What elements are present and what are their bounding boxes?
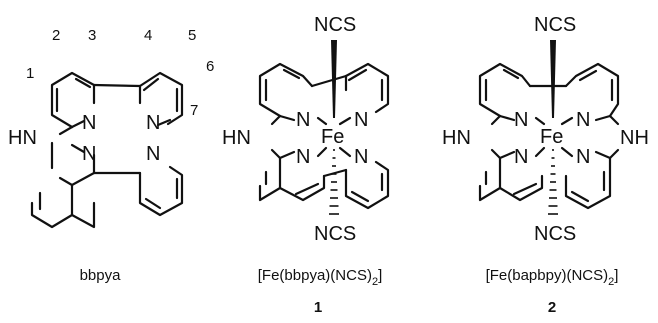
bbpya-position-4: 4 — [144, 27, 152, 44]
bbpya-position-2: 2 — [52, 27, 60, 44]
complex-1-caption: [Fe(bbpya)(NCS)2] — [258, 267, 383, 288]
complex-2-hn: HN — [442, 127, 471, 149]
complex-2-ring-top-left — [478, 62, 532, 122]
bbpya-position-6: 6 — [206, 58, 214, 75]
complex-1-n-bottom-right: N — [354, 146, 368, 168]
complex-1-ring-bottom-left — [258, 150, 326, 202]
complex-1-structure — [258, 40, 390, 210]
complex-1-n-top-left: N — [296, 109, 310, 131]
bbpya-n-bottom-left: N — [82, 143, 96, 165]
complex-2-n-bottom-right: N — [576, 146, 590, 168]
bbpya-ring-top-right — [138, 71, 184, 127]
complex-1-id: 1 — [314, 299, 322, 316]
complex-2-fe: Fe — [540, 126, 563, 148]
bbpya-structure — [30, 71, 184, 229]
complex-1-hn: HN — [222, 127, 251, 149]
complex-2-ring-bottom-left — [478, 150, 544, 202]
complex-2-nh: NH — [620, 127, 649, 149]
bbpya-position-7: 7 — [190, 102, 198, 119]
bbpya-position-1: 1 — [26, 65, 34, 82]
bbpya-ring-top-left — [50, 71, 96, 129]
complex-2-id: 2 — [548, 299, 556, 316]
complex-2-ring-bottom-right — [564, 150, 612, 210]
bbpya-position-5: 5 — [188, 27, 196, 44]
complex-2-n-bottom-left: N — [514, 146, 528, 168]
complex-2-ncs-top: NCS — [534, 14, 576, 36]
bbpya-n-bottom-right: N — [146, 143, 160, 165]
complex-1-ring-top-right — [344, 62, 390, 114]
complex-1-ncs-top: NCS — [314, 14, 356, 36]
complex-1-n-bottom-left: N — [296, 146, 310, 168]
complex-1-ring-bottom-right — [322, 160, 390, 210]
complex-1-hashed-bond — [329, 149, 339, 215]
complex-1-fe: Fe — [321, 126, 344, 148]
bbpya-ring-bottom-right — [92, 165, 184, 217]
complex-2-n-top-left: N — [514, 109, 528, 131]
complex-2-caption: [Fe(bapbpy)(NCS)2] — [486, 267, 619, 288]
bbpya-n-top-left: N — [82, 112, 96, 134]
bbpya-caption: bbpya — [80, 267, 122, 284]
complex-2-ncs-bottom: NCS — [534, 223, 576, 245]
bbpya-position-3: 3 — [88, 27, 96, 44]
complex-2-ring-top-right — [564, 62, 620, 122]
complex-1-n-top-right: N — [354, 109, 368, 131]
complex-1-ncs-bottom: NCS — [314, 223, 356, 245]
complex-2-hashed-bond — [548, 149, 558, 215]
complex-2-n-top-right: N — [576, 109, 590, 131]
complex-2-structure — [478, 40, 620, 210]
complex-1-ring-top-left — [258, 62, 314, 122]
bbpya-hn: HN — [8, 127, 37, 149]
bbpya-n-top-right: N — [146, 112, 160, 134]
